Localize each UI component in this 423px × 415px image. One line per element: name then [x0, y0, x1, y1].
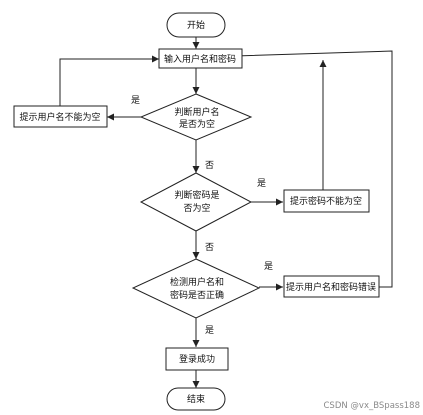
edge-label-verify-wrong: 是 [264, 261, 273, 272]
check-username-label-line1: 判断用户名 [174, 106, 219, 118]
start-label: 开始 [187, 19, 205, 31]
prompt-password-empty-process [283, 189, 370, 213]
watermark-text: CSDN @vx_BSpass188 [323, 401, 420, 411]
prompt-password-empty-label: 提示密码不能为空 [290, 195, 362, 207]
edge-label-user-empty-yes: 是 [131, 95, 140, 106]
prompt-username-empty-label: 提示用户名不能为空 [19, 111, 100, 123]
end-label: 结束 [187, 393, 205, 405]
start-terminal [166, 12, 226, 38]
check-password-decision [139, 172, 253, 232]
verify-credentials-decision [131, 258, 261, 319]
edge-label-pwd-empty-yes: 是 [257, 178, 266, 189]
edge-label-user-empty-no: 否 [205, 160, 214, 171]
edge-label-pwd-empty-no: 否 [205, 242, 214, 253]
check-username-decision [139, 93, 253, 141]
edge-prompt-wrong-loop [234, 50, 393, 288]
prompt-wrong-credentials-process [283, 275, 380, 298]
edge-label-verify-ok: 是 [205, 325, 214, 336]
check-password-label-line2: 否为空 [183, 202, 210, 214]
check-username-label-line2: 是否为空 [179, 118, 215, 130]
input-process [158, 48, 243, 69]
prompt-wrong-credentials-label: 提示用户名和密码错误 [286, 281, 376, 293]
verify-credentials-label-line2: 密码是否正确 [170, 289, 224, 301]
end-terminal [166, 387, 226, 411]
login-success-label: 登录成功 [179, 353, 215, 365]
edge-prompt-user-loop [59, 55, 159, 106]
login-success-process [165, 347, 229, 371]
prompt-username-empty-process [13, 105, 108, 128]
check-password-label-line1: 判断密码是 [174, 189, 219, 201]
input-label: 输入用户名和密码 [164, 53, 236, 65]
verify-credentials-label-line1: 检测用户名和 [170, 276, 224, 288]
